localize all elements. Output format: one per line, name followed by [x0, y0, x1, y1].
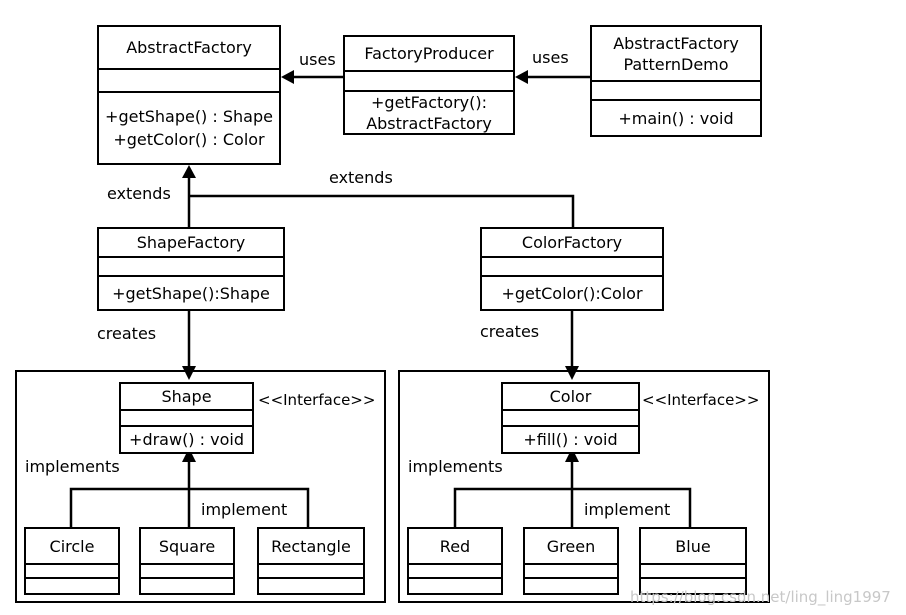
class-name: ShapeFactory: [99, 229, 283, 258]
extends-color-factory-line: [189, 194, 575, 227]
operation: +getColor():Color: [501, 283, 643, 303]
shape-package: [15, 370, 386, 603]
class-name: Shape: [121, 384, 252, 411]
class-name: ColorFactory: [482, 229, 662, 258]
attributes-section: [482, 258, 662, 277]
implements-red-blue-line: [453, 487, 692, 527]
color-interface-class: Color +fill() : void: [501, 382, 640, 454]
implement-label: implement: [201, 500, 288, 519]
operation: +main() : void: [618, 108, 734, 128]
implements-label: implements: [25, 457, 120, 476]
operations-section: +main() : void: [592, 101, 760, 135]
class-name: Blue: [641, 529, 745, 565]
class-name-line: AbstractFactory: [613, 33, 739, 53]
operation: +draw() : void: [129, 430, 244, 449]
attributes-section: [99, 70, 279, 93]
attributes-section: [409, 565, 501, 579]
class-name: Square: [141, 529, 233, 565]
extends-label: extends: [329, 168, 393, 187]
factory-producer-class: FactoryProducer +getFactory(): AbstractF…: [343, 35, 515, 135]
class-name-line: PatternDemo: [623, 54, 729, 74]
attributes-section: [259, 565, 363, 579]
square-class: Square: [139, 527, 235, 595]
operation: +getColor() : Color: [113, 130, 265, 149]
operations-section: +getShape() : Shape +getColor() : Color: [99, 93, 279, 163]
green-class: Green: [523, 527, 619, 595]
operations-section: [409, 579, 501, 593]
creates-label: creates: [97, 324, 157, 343]
operations-section: [26, 579, 118, 593]
attributes-section: [503, 411, 638, 427]
operations-section: [259, 579, 363, 593]
class-name: Circle: [26, 529, 118, 565]
color-package: [398, 370, 770, 603]
attributes-section: [99, 258, 283, 277]
operations-section: +getFactory(): AbstractFactory: [345, 92, 513, 133]
implements-color-arrowhead: [565, 448, 579, 462]
implements-circle-rectangle-line: [69, 487, 310, 527]
attributes-section: [141, 565, 233, 579]
color-stereotype: <<Interface>>: [642, 391, 760, 409]
operation: +getShape() : Shape: [105, 107, 273, 126]
implements-label: implements: [408, 457, 503, 476]
color-factory-class: ColorFactory +getColor():Color: [480, 227, 664, 311]
attributes-section: [26, 565, 118, 579]
blue-class: Blue: [639, 527, 747, 595]
operations-section: [141, 579, 233, 593]
creates-color-arrowhead: [565, 366, 579, 380]
class-name: Rectangle: [259, 529, 363, 565]
watermark: https://blog.csdn.net/ling_ling1997: [630, 588, 891, 606]
attributes-section: [121, 411, 252, 427]
operation: +getShape():Shape: [112, 283, 270, 303]
implements-shape-arrowhead: [182, 448, 196, 462]
operations-section: +draw() : void: [121, 427, 252, 452]
attributes-section: [592, 82, 760, 101]
operation: +fill() : void: [523, 430, 618, 449]
creates-shape-arrowhead: [182, 366, 196, 380]
operation: +getFactory():: [371, 92, 487, 112]
class-name: Color: [503, 384, 638, 411]
operations-section: +getColor():Color: [482, 277, 662, 309]
circle-class: Circle: [24, 527, 120, 595]
uses-label: uses: [299, 50, 336, 69]
shape-stereotype: <<Interface>>: [258, 391, 376, 409]
class-name: AbstractFactory PatternDemo: [592, 27, 760, 82]
uses-producer-arrowhead: [281, 70, 294, 84]
uses-label: uses: [532, 48, 569, 67]
abstract-factory-class: AbstractFactory +getShape() : Shape +get…: [97, 25, 281, 165]
class-name: FactoryProducer: [345, 37, 513, 72]
extends-label: extends: [107, 184, 171, 203]
operations-section: +getShape():Shape: [99, 277, 283, 309]
attributes-section: [345, 72, 513, 92]
red-class: Red: [407, 527, 503, 595]
rectangle-class: Rectangle: [257, 527, 365, 595]
class-name: Red: [409, 529, 501, 565]
operations-section: +fill() : void: [503, 427, 638, 452]
attributes-section: [525, 565, 617, 579]
class-name: AbstractFactory: [99, 27, 279, 70]
operation-continued: AbstractFactory: [366, 113, 492, 133]
extends-arrowhead: [182, 165, 196, 178]
operations-section: [525, 579, 617, 593]
uses-demo-arrowhead: [515, 70, 528, 84]
shape-interface-class: Shape +draw() : void: [119, 382, 254, 454]
class-name: Green: [525, 529, 617, 565]
pattern-demo-class: AbstractFactory PatternDemo +main() : vo…: [590, 25, 762, 137]
implement-label: implement: [584, 500, 671, 519]
attributes-section: [641, 565, 745, 579]
creates-label: creates: [480, 322, 540, 341]
shape-factory-class: ShapeFactory +getShape():Shape: [97, 227, 285, 311]
